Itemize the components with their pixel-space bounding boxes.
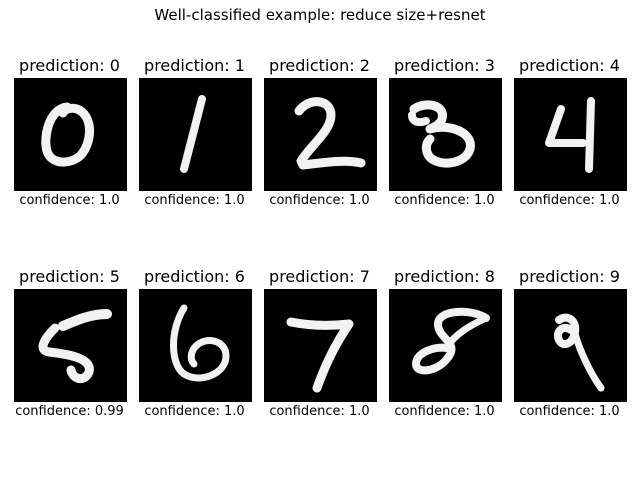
prediction-label: prediction: 7 xyxy=(269,267,370,286)
confidence-label: confidence: 1.0 xyxy=(269,404,370,419)
confidence-label: confidence: 1.0 xyxy=(144,404,245,419)
digit-image-4 xyxy=(514,78,627,191)
prediction-label: prediction: 9 xyxy=(519,267,620,286)
confidence-label: confidence: 1.0 xyxy=(144,193,245,208)
confidence-label: confidence: 1.0 xyxy=(394,193,495,208)
prediction-label: prediction: 4 xyxy=(519,56,620,75)
digit-image-9 xyxy=(514,289,627,402)
prediction-label: prediction: 5 xyxy=(19,267,120,286)
confidence-label: confidence: 0.99 xyxy=(15,404,124,419)
confidence-label: confidence: 1.0 xyxy=(519,193,620,208)
confidence-label: confidence: 1.0 xyxy=(19,193,120,208)
confidence-label: confidence: 1.0 xyxy=(519,404,620,419)
prediction-label: prediction: 2 xyxy=(269,56,370,75)
digit-image-6 xyxy=(139,289,252,402)
figure-title: Well-classified example: reduce size+res… xyxy=(154,6,486,24)
prediction-label: prediction: 1 xyxy=(144,56,245,75)
digit-image-5 xyxy=(14,289,127,402)
confidence-label: confidence: 1.0 xyxy=(269,193,370,208)
digit-image-0 xyxy=(14,78,127,191)
prediction-label: prediction: 0 xyxy=(19,56,120,75)
digit-image-2 xyxy=(264,78,377,191)
digit-image-1 xyxy=(139,78,252,191)
digit-image-8 xyxy=(389,289,502,402)
prediction-label: prediction: 6 xyxy=(144,267,245,286)
prediction-label: prediction: 3 xyxy=(394,56,495,75)
digit-image-3 xyxy=(389,78,502,191)
confidence-label: confidence: 1.0 xyxy=(394,404,495,419)
prediction-label: prediction: 8 xyxy=(394,267,495,286)
digit-image-7 xyxy=(264,289,377,402)
